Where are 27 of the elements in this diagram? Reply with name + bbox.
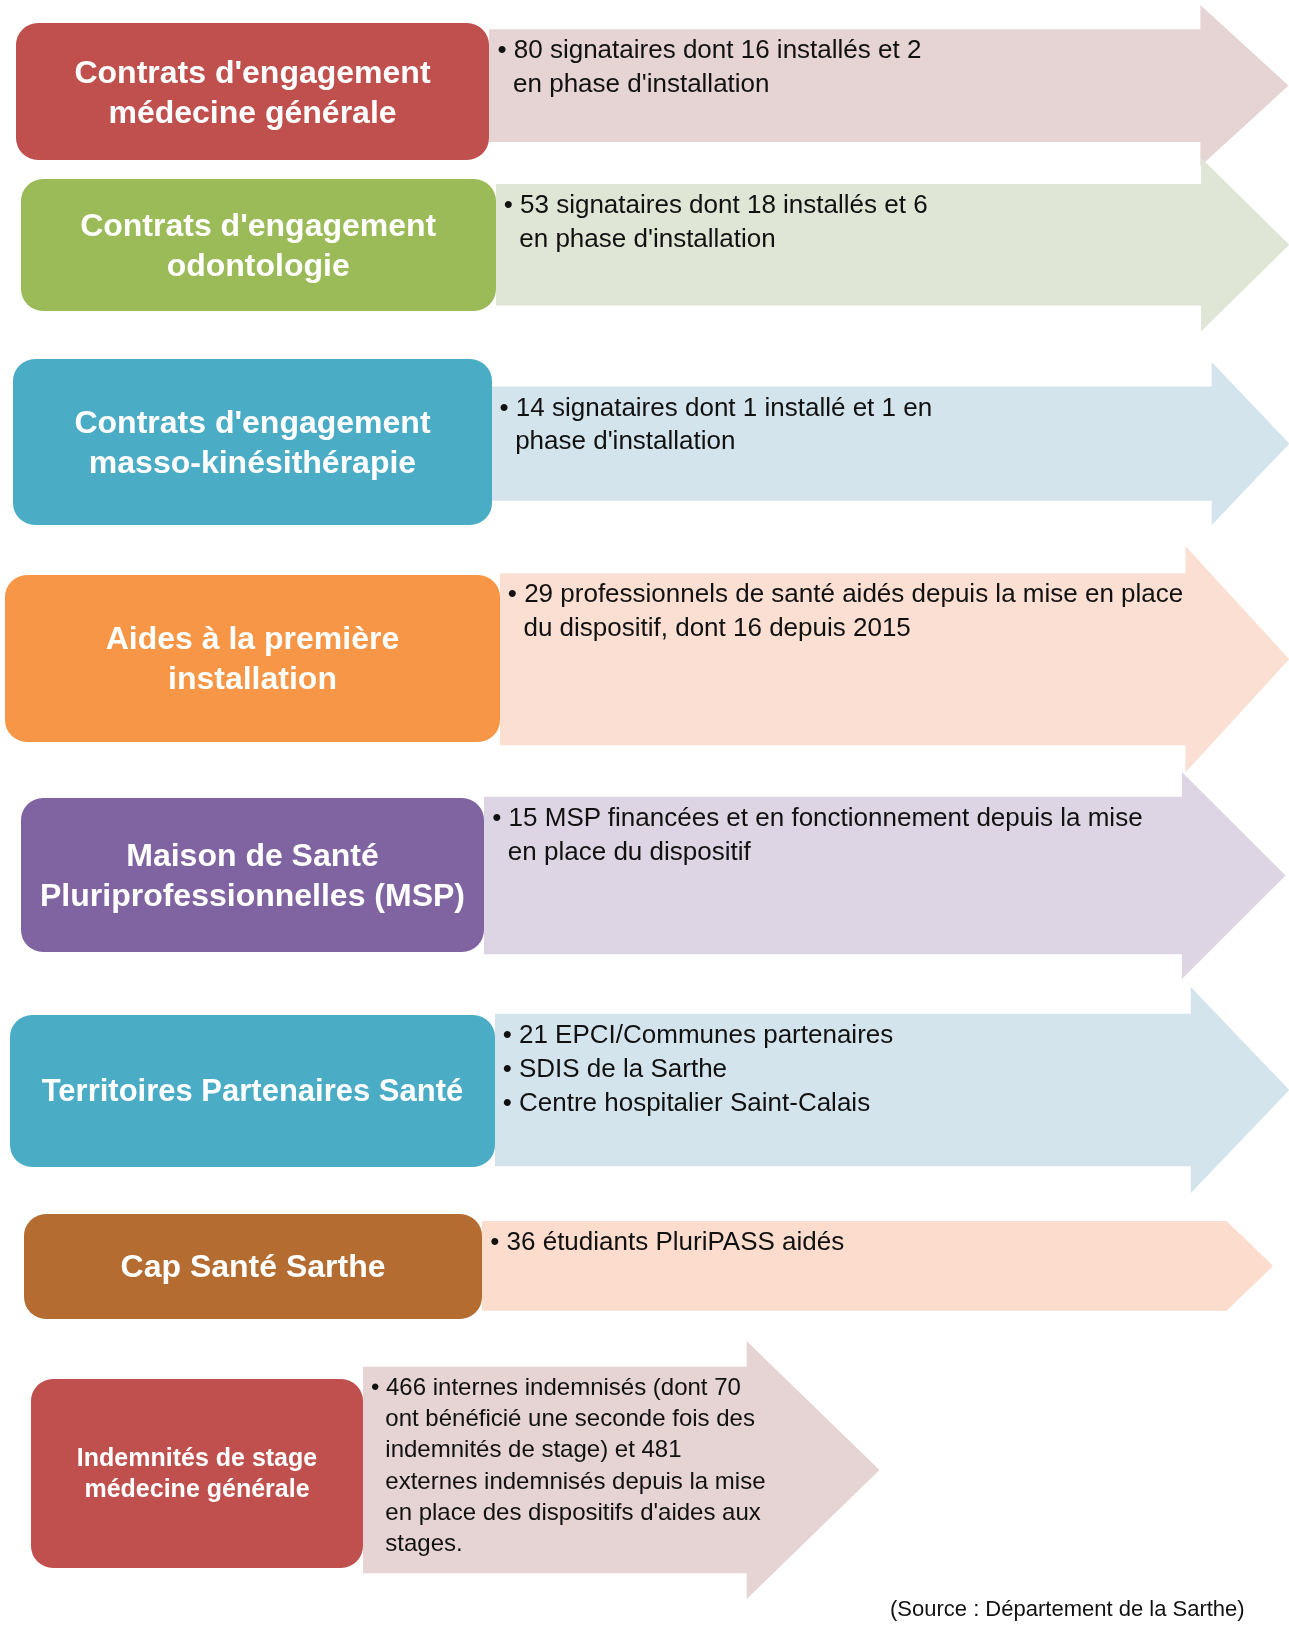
arrow-shape bbox=[484, 772, 1286, 980]
bullet-text: • 466 internes indemnisés (dont 70 ont bénéficié une seconde fois des indemnités de stage) et 481 externes indemnisés depuis la mise en place des dispositifs d'aides aux stages. bbox=[370, 1372, 767, 1559]
category-box: Territoires Partenaires Santé bbox=[10, 1014, 495, 1167]
source-note: (Source : Département de la Sarthe) bbox=[890, 1596, 1245, 1622]
bullet-text: • 80 signataires dont 16 installés et 2 en phase d'installation bbox=[497, 33, 923, 101]
arrow-shape bbox=[489, 5, 1289, 167]
arrow-shape bbox=[362, 1341, 880, 1600]
arrow-shape bbox=[499, 545, 1289, 773]
bullet-text: • 36 étudiants PluriPASS aidés bbox=[490, 1224, 846, 1258]
arrow-shape bbox=[491, 362, 1289, 526]
bullet-text: • 53 signataires dont 18 installés et 6 en phase d'installation bbox=[503, 188, 929, 255]
bullet-text: • Centre hospitalier Saint-Calais bbox=[502, 1085, 872, 1119]
bullet-text: • 14 signataires dont 1 installé et 1 en phase d'installation bbox=[499, 390, 934, 458]
bullet-text: • 15 MSP financées et en fonctionnement depuis la mise en place du dispositif bbox=[492, 800, 1144, 868]
category-box: Maison de Santé Pluriprofessionnelles (MSP) bbox=[20, 797, 485, 952]
bullet-text: • 21 EPCI/Communes partenaires bbox=[502, 1018, 895, 1052]
arrow-shape bbox=[495, 158, 1289, 332]
category-box: Indemnités de stage médecine générale bbox=[31, 1379, 363, 1568]
bullet-text: • 29 professionnels de santé aidés depuis la mise en place du dispositif, dont 16 depuis 2015 bbox=[507, 576, 1185, 644]
arrow-shape bbox=[482, 1220, 1274, 1311]
category-box: Contrats d'engagement masso-kinésithérapie bbox=[13, 359, 492, 526]
bullet-text: • SDIS de la Sarthe bbox=[502, 1051, 729, 1085]
category-box: Contrats d'engagement médecine générale bbox=[15, 23, 490, 161]
category-box: Aides à la première installation bbox=[5, 575, 500, 742]
arrow-shape bbox=[494, 987, 1289, 1194]
category-box: Contrats d'engagement odontologie bbox=[20, 178, 496, 312]
category-box: Cap Santé Sarthe bbox=[23, 1213, 483, 1319]
